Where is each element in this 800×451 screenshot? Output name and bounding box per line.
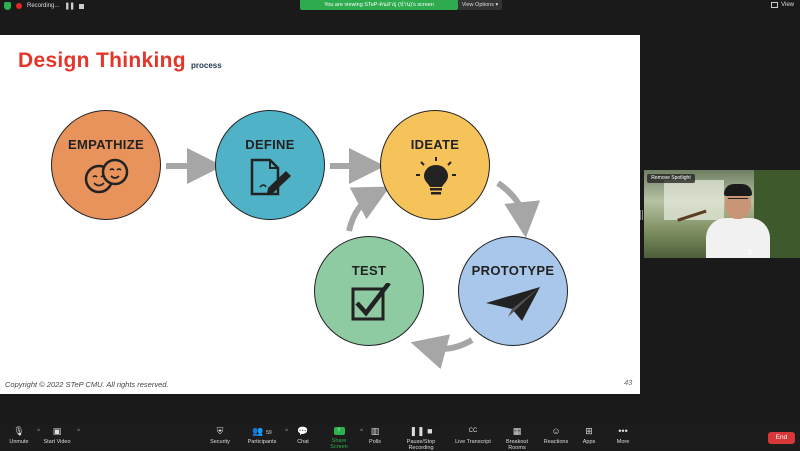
stage-prototype-label: PROTOTYPE [471,263,555,278]
share-screen-label: Share Screen [330,438,348,450]
paper-plane-icon [486,287,540,321]
slide-page-number: 43 [624,378,633,387]
chat-bubble-icon: 💬 [297,426,309,436]
video-camera-off-icon: ▣ [52,426,62,436]
slide-copyright: Copyright © 2022 STeP CMU. All rights re… [5,380,169,389]
view-options-label: View Options [461,2,494,8]
stage-empathize: EMPATHIZE [51,110,161,220]
view-options-button[interactable]: View Options ▾ [458,0,502,10]
chat-button[interactable]: 💬 Chat [294,426,312,446]
stage-define-label: DEFINE [245,137,295,152]
stage-ideate-label: IDEATE [410,137,460,152]
lightbulb-icon [416,157,456,195]
security-button[interactable]: ⛨ Security [207,426,233,446]
unmute-button[interactable]: 🎙 Unmute ^ [6,426,40,446]
stage-empathize-label: EMPATHIZE [68,137,144,152]
polls-button[interactable]: ▥ Polls [366,426,384,446]
arrow-ideate-prototype [496,180,541,238]
shared-screen-slide: Design Thinking process EMPATHIZE DEFINE [0,35,640,394]
view-mode-button[interactable]: View [771,2,794,8]
shield-icon: ⛨ [216,426,224,436]
live-transcript-label: Live Transcript [455,439,491,445]
polls-label: Polls [369,439,381,445]
speaker-body [706,218,770,258]
apps-label: Apps [582,439,596,445]
arrow-prototype-test [410,334,474,370]
speaker-hair [724,184,752,196]
more-dots-icon: ••• [618,426,628,436]
pause-stop-recording-button[interactable]: ❚❚ ■ Pause/Stop Recording [394,427,448,451]
participants-label: Participants [247,439,277,445]
stage-define: DEFINE [215,110,325,220]
document-pencil-icon [250,158,291,196]
security-shield-icon [4,2,11,10]
pause-stop-icon: ❚❚ ■ [409,426,433,436]
breakout-rooms-label: Breakout Rooms [505,439,528,451]
breakout-rooms-button[interactable]: ▦ Breakout Rooms [497,427,537,451]
grid-view-icon [771,2,779,8]
more-label: More [616,439,630,445]
speaker-mic-icon: 🎙 [746,250,754,256]
microphone-muted-icon: 🎙 [13,426,25,436]
speaker-glasses [728,198,748,202]
unmute-label: Unmute [9,439,29,445]
bar-chart-icon: ▥ [370,426,380,436]
smiley-plus-icon: ☺ [551,426,561,436]
stage-test-label: TEST [351,263,387,278]
start-video-label: Start Video [43,439,71,445]
view-mode-label: View [781,2,794,8]
recording-indicator: Recording... ❚❚ [4,2,85,10]
speaker-video-tile[interactable] [644,170,800,258]
participants-caret-icon[interactable]: ^ [285,429,288,435]
chat-label: Chat [297,439,309,445]
audio-options-caret-icon[interactable]: ^ [37,429,40,435]
checkbox-icon [351,283,391,321]
share-screen-icon: ↑ [333,427,345,435]
stage-test: TEST [314,236,424,346]
stage-prototype: PROTOTYPE [458,236,568,346]
apps-icon: ⊞ [585,426,593,436]
slide-subtitle: process [191,61,222,70]
stage-ideate: IDEATE [380,110,490,220]
remove-spotlight-button[interactable]: Remove Spotlight [647,174,695,183]
faces-icon [84,158,129,194]
meeting-toolbar: 🎙 Unmute ^ ▣ Start Video ^ ⛨ Security 👥 … [0,425,800,451]
participants-count: 59 [266,430,272,436]
split-resize-handle[interactable] [640,210,643,220]
start-video-button[interactable]: ▣ Start Video ^ [42,426,80,446]
recording-label: Recording... [27,3,60,9]
share-screen-button[interactable]: ↑ Share Screen ^ [323,427,363,450]
viewing-banner: You are viewing STeP-คนสาธุ (ป่าน)'s scr… [300,0,458,10]
breakout-rooms-icon: ▦ [512,426,522,436]
pause-stop-recording-label: Pause/Stop Recording [406,439,436,451]
participants-button[interactable]: 👥 59 Participants ^ [244,426,288,446]
arrow-test-ideate [346,186,390,232]
video-window-light [664,180,724,220]
top-bar: Recording... ❚❚ You are viewing STeP-คนส… [0,0,800,14]
security-label: Security [210,439,230,445]
more-button[interactable]: ••• More [615,426,631,446]
closed-caption-icon: CC [468,428,478,434]
pause-recording-icon[interactable]: ❚❚ [64,3,75,10]
reactions-button[interactable]: ☺ Reactions [543,426,569,446]
live-transcript-button[interactable]: CC Live Transcript [454,427,492,445]
end-meeting-button[interactable]: End [768,432,795,444]
participants-icon: 👥 59 [252,426,272,437]
share-options-caret-icon[interactable]: ^ [360,429,363,435]
slide-title: Design Thinking [18,49,186,72]
reactions-label: Reactions [543,439,569,445]
video-options-caret-icon[interactable]: ^ [77,429,80,435]
process-arrows [166,148,541,370]
recording-dot-icon [16,3,22,9]
stop-recording-icon[interactable] [79,3,85,9]
apps-button[interactable]: ⊞ Apps [581,426,597,446]
